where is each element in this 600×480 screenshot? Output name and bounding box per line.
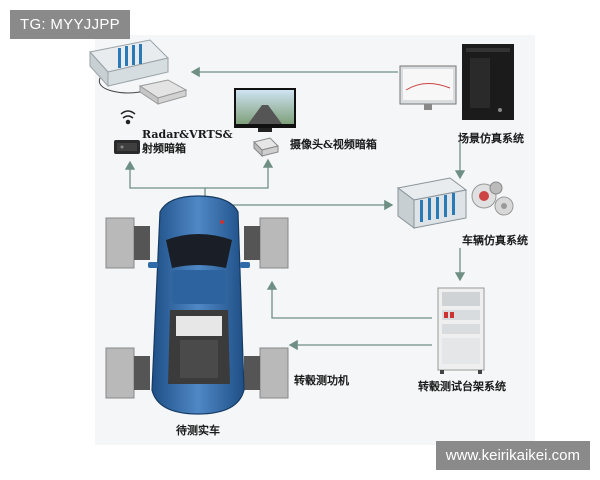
car-top-view <box>148 195 250 415</box>
arrow-car-to-radar <box>124 160 206 198</box>
label-vehicle-sim: 车辆仿真系统 <box>462 234 528 247</box>
scene-monitor-icon <box>399 65 457 110</box>
connector-lines <box>124 66 466 351</box>
label-scene-sim: 场景仿真系统 <box>458 132 524 145</box>
label-radar-line1: Radar&VRTS& <box>142 128 233 141</box>
wifi-icon <box>120 110 136 125</box>
roller-front-left <box>105 217 135 269</box>
arrow-car-to-camera <box>205 158 274 189</box>
label-radar: Radar&VRTS& 射频暗箱 <box>142 128 233 156</box>
roller-rear-right <box>259 347 289 399</box>
computer-tower-icon <box>462 44 514 120</box>
watermark-tag: TG: MYYJJPP <box>10 10 130 39</box>
dyno-rollers <box>105 217 289 399</box>
label-dyno: 转毂测功机 <box>294 374 349 387</box>
label-radar-line2: 射频暗箱 <box>142 142 186 155</box>
vehicle-sim-chassis-icon <box>396 177 468 229</box>
roller-front-right <box>259 217 289 269</box>
camera-monitor-icon <box>234 88 296 132</box>
camera-box-icon <box>253 137 279 158</box>
label-car: 待测实车 <box>176 424 220 437</box>
roller-rear-left <box>105 347 135 399</box>
lab-equipment-icon <box>89 39 188 105</box>
arrow-bench-to-dyno <box>266 280 432 319</box>
test-bench-cabinet-icon <box>437 287 485 374</box>
radar-device-icon <box>114 140 140 154</box>
label-camera: 摄像头&视频暗箱 <box>290 138 377 151</box>
label-test-bench: 转毂测试台架系统 <box>418 380 506 393</box>
watermark-url: www.keirikaikei.com <box>435 441 590 470</box>
gears-icon <box>471 181 514 216</box>
